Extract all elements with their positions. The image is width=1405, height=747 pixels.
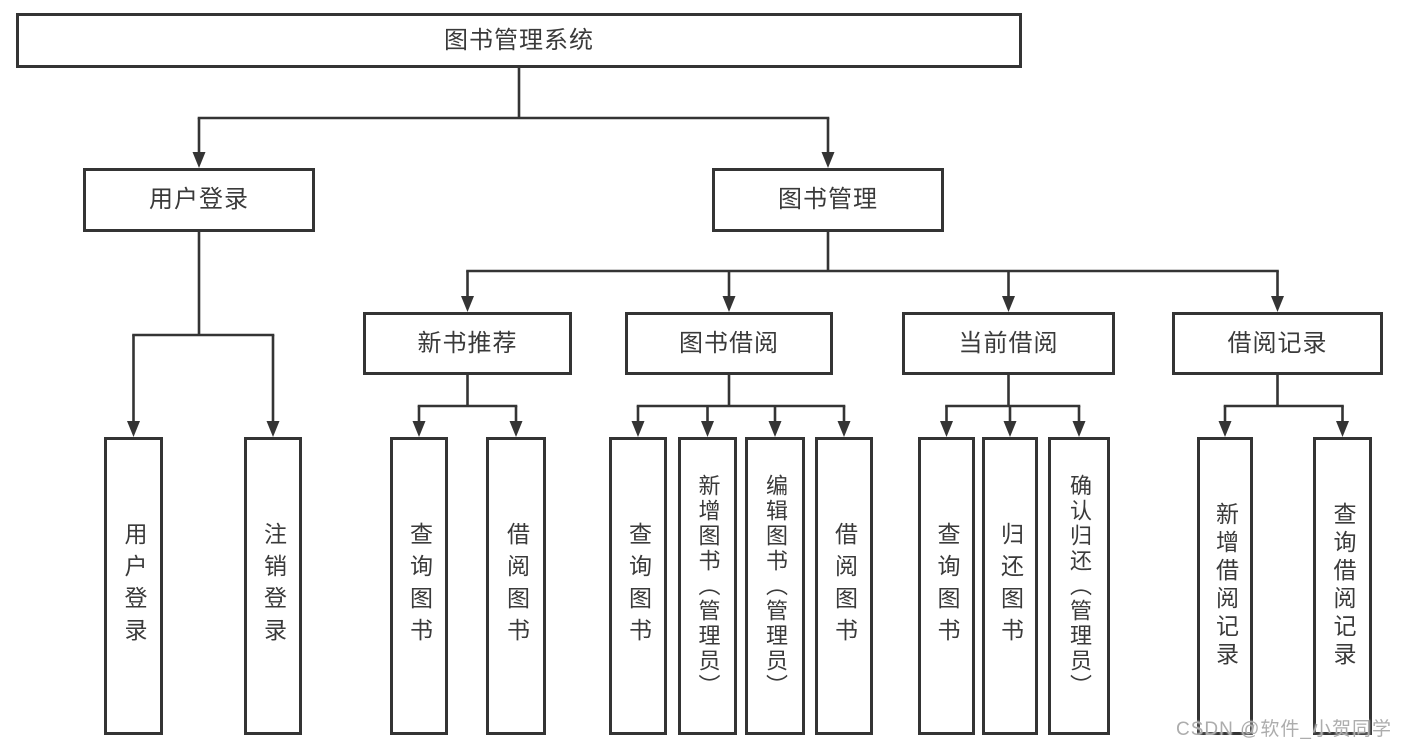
node-leaf-query-book-3: 查询图书	[918, 437, 975, 735]
node-book-borrow-label: 图书借阅	[679, 329, 779, 357]
node-book-mgmt: 图书管理	[712, 168, 944, 232]
node-borrow-records: 借阅记录	[1172, 312, 1383, 375]
node-leaf-return-book-label: 归还图书	[997, 522, 1024, 650]
node-new-book-rec: 新书推荐	[363, 312, 572, 375]
node-leaf-query-book-1-label: 查询图书	[406, 522, 433, 650]
node-borrow-records-label: 借阅记录	[1227, 329, 1328, 357]
node-leaf-return-book: 归还图书	[982, 437, 1038, 735]
node-book-borrow: 图书借阅	[625, 312, 833, 375]
node-leaf-logout: 注销登录	[244, 437, 302, 735]
node-root: 图书管理系统	[16, 13, 1022, 68]
node-user-login-label: 用户登录	[149, 186, 249, 213]
node-leaf-edit-book-label: 编辑图书（管理员）	[763, 473, 788, 699]
node-leaf-add-borrow-record-label: 新增借阅记录	[1212, 502, 1239, 670]
node-leaf-confirm-return-label: 确认归还（管理员）	[1067, 473, 1092, 699]
node-leaf-query-book-3-label: 查询图书	[934, 522, 960, 650]
node-user-login: 用户登录	[83, 168, 315, 232]
node-leaf-logout-label: 注销登录	[260, 522, 287, 650]
node-root-label: 图书管理系统	[444, 26, 594, 54]
node-current-borrow-label: 当前借阅	[958, 329, 1059, 357]
node-leaf-borrow-book-1-label: 借阅图书	[503, 522, 530, 650]
node-leaf-user-login: 用户登录	[104, 437, 163, 735]
node-leaf-query-book-1: 查询图书	[390, 437, 448, 735]
node-leaf-query-borrow-record-label: 查询借阅记录	[1330, 502, 1356, 670]
node-leaf-query-book-2: 查询图书	[609, 437, 667, 735]
node-leaf-borrow-book-2-label: 借阅图书	[831, 522, 858, 650]
node-leaf-add-book-label: 新增图书（管理员）	[695, 473, 721, 699]
node-new-book-rec-label: 新书推荐	[417, 329, 518, 357]
node-current-borrow: 当前借阅	[902, 312, 1115, 375]
node-leaf-add-borrow-record: 新增借阅记录	[1197, 437, 1253, 735]
node-leaf-add-book: 新增图书（管理员）	[678, 437, 737, 735]
node-leaf-query-book-2-label: 查询图书	[625, 522, 652, 650]
node-book-mgmt-label: 图书管理	[778, 186, 878, 213]
node-leaf-borrow-book-2: 借阅图书	[815, 437, 873, 735]
node-leaf-edit-book: 编辑图书（管理员）	[745, 437, 805, 735]
watermark: CSDN @软件_小贺同学	[1176, 719, 1392, 740]
node-leaf-borrow-book-1: 借阅图书	[486, 437, 546, 735]
node-leaf-confirm-return: 确认归还（管理员）	[1048, 437, 1110, 735]
node-leaf-user-login-label: 用户登录	[121, 522, 147, 650]
node-leaf-query-borrow-record: 查询借阅记录	[1313, 437, 1372, 735]
